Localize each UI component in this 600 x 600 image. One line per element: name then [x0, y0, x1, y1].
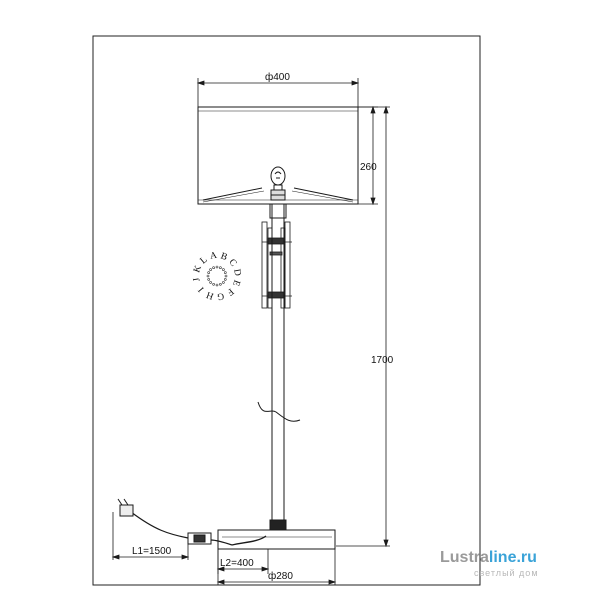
ring-dot [224, 278, 227, 281]
dim-cable-length [111, 512, 190, 560]
watermark-brand-part1: Lustra [440, 549, 489, 566]
ring-dot [212, 266, 215, 270]
dim-shade-height [358, 105, 378, 206]
ring-dot [222, 281, 225, 284]
ring-letter: A [209, 251, 218, 262]
watermark-brand-part2: line.ru [489, 549, 537, 566]
ring-dot [206, 274, 210, 278]
bulb-icon [270, 166, 286, 201]
dim-base-diameter [216, 549, 337, 585]
plug-icon [117, 498, 134, 517]
ring-dot [222, 268, 225, 271]
ring-dot [224, 271, 227, 274]
switch-cable-length-label: L2=400 [220, 558, 254, 569]
crystal-decoration [261, 221, 292, 309]
ring-letter: E [230, 278, 241, 287]
svg-text:Lustraline.ru: Lustraline.ru [440, 549, 537, 566]
ring-letter: B [219, 251, 228, 263]
dim-total-height [336, 105, 390, 548]
drawing-frame [92, 35, 481, 586]
ring-dot [224, 274, 228, 278]
ring-letter: J [192, 277, 203, 283]
lamp-base [217, 529, 336, 550]
ring-letter: D [231, 268, 242, 277]
watermark-tagline: светлый дом [474, 568, 539, 578]
ring-dot [219, 266, 222, 270]
lamp-shade [197, 106, 359, 205]
ring-letter: F [225, 286, 235, 297]
ring-letter: L [199, 255, 210, 267]
base-diameter-label: ф280 [268, 570, 293, 582]
ring-dot [209, 281, 212, 284]
shade-diameter-label: ф400 [265, 71, 290, 83]
ring-dot [207, 278, 210, 281]
cable-length-label: L1=1500 [132, 546, 172, 557]
power-cord [130, 511, 233, 546]
ring-dot [212, 282, 215, 286]
ring-letter: K [192, 264, 204, 274]
ring-letter: C [226, 257, 238, 268]
shade-height-label: 260 [360, 162, 377, 173]
dim-shade-diameter [196, 78, 360, 107]
watermark-logo: Lustraline.ru светлый дом [440, 549, 539, 578]
inline-switch-icon [187, 532, 212, 545]
ring-letter: G [216, 290, 225, 301]
ring-dot [209, 268, 212, 271]
ring-dot [219, 282, 222, 286]
ring-dot [215, 265, 219, 269]
ring-letter: I [197, 284, 207, 293]
lamp-stem [269, 203, 287, 531]
break-mark [257, 401, 301, 422]
ring-dot [207, 271, 210, 274]
ring-letter: H [205, 289, 215, 301]
ring-dot [215, 283, 219, 287]
total-height-label: 1700 [371, 355, 394, 366]
